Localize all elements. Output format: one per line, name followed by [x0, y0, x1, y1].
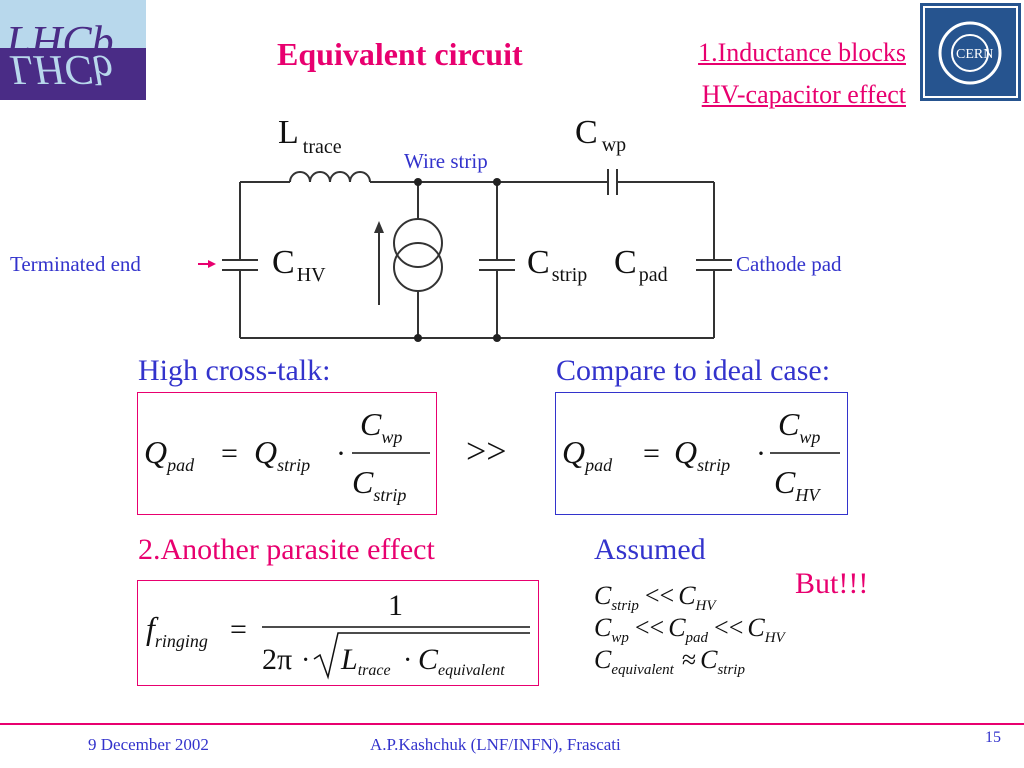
svg-text:Cwp: Cwp — [360, 406, 402, 447]
ideal-case-equation-box: Qpad = Qstrip · Cwp CHV — [555, 392, 848, 515]
footer-author: A.P.Kashchuk (LNF/INFN), Frascati — [370, 735, 621, 754]
lhcb-logo-text-mirror: LHCb — [9, 46, 113, 92]
svg-text:·: · — [336, 437, 346, 470]
but-exclamation: But!!! — [795, 567, 869, 600]
svg-text:Cstrip<<CHV: Cstrip<<CHV — [594, 581, 717, 614]
svg-text:·: · — [301, 645, 310, 676]
svg-text:fringing: fringing — [146, 610, 208, 651]
cross-talk-equation: Qpad = Qstrip · Cwp Cstrip — [144, 406, 430, 505]
parasite-heading: 2.Another parasite effect — [138, 533, 435, 566]
assumed-inequalities: Cstrip<<CHV Cwp<<Cpad<<CHV Cequivalent≈C… — [594, 581, 787, 678]
cern-logo: CERN — [920, 3, 1021, 101]
cross-talk-equation-box: Qpad = Qstrip · Cwp Cstrip — [137, 392, 437, 515]
compare-heading: Compare to ideal case: — [556, 354, 831, 387]
lhcb-logo: LHCb LHCb — [0, 0, 146, 100]
lhcb-logo-text-top: LHCb — [5, 17, 114, 66]
cern-logo-text: CERN — [956, 47, 993, 62]
ideal-case-equation: Qpad = Qstrip · Cwp CHV — [562, 406, 840, 505]
assumed-heading: Assumed — [594, 533, 706, 566]
footer-divider — [0, 723, 1024, 725]
lhcb-logo-graphic: LHCb LHCb — [0, 17, 146, 100]
svg-text:Qstrip: Qstrip — [254, 434, 310, 475]
much-greater-sign: >> — [466, 431, 507, 471]
svg-text:1: 1 — [388, 589, 403, 622]
wire-strip-label: Wire strip — [404, 149, 488, 173]
slide-title: Equivalent circuit — [277, 36, 523, 72]
svg-text:Cwp<<Cpad<<CHV: Cwp<<Cpad<<CHV — [594, 613, 787, 646]
svg-text:Qstrip: Qstrip — [674, 434, 730, 475]
cross-talk-heading: High cross-talk: — [138, 354, 331, 387]
svg-text:·: · — [756, 437, 766, 470]
svg-text:Ltrace: Ltrace — [340, 643, 391, 679]
svg-text:Qpad: Qpad — [144, 434, 195, 475]
svg-text:Cequivalent≈Cstrip: Cequivalent≈Cstrip — [594, 645, 745, 678]
current-arrow-head — [374, 221, 384, 233]
terminated-end-label: Terminated end — [10, 252, 141, 276]
svg-text:Qpad: Qpad — [562, 434, 613, 475]
note-hv-capacitor: HV-capacitor effect — [701, 80, 906, 109]
ringing-equation-box: fringing = 1 2π · Ltrace · Cequivalent — [137, 580, 539, 686]
svg-text:CHV: CHV — [774, 464, 821, 505]
page-number: 15 — [985, 729, 1001, 746]
svg-text:Cwp: Cwp — [778, 406, 820, 447]
svg-text:·: · — [403, 645, 412, 676]
svg-text:=: = — [230, 613, 247, 646]
svg-text:2π: 2π — [262, 643, 292, 676]
svg-text:Cequivalent: Cequivalent — [418, 643, 505, 679]
svg-text:=: = — [221, 437, 238, 470]
svg-text:Cstrip: Cstrip — [352, 464, 406, 505]
cathode-pad-label: Cathode pad — [736, 252, 842, 276]
note-inductance: 1.Inductance blocks — [698, 38, 906, 67]
ringing-equation: fringing = 1 2π · Ltrace · Cequivalent — [146, 589, 530, 680]
footer-date: 9 December 2002 — [88, 735, 209, 754]
terminated-end-arrow — [198, 260, 216, 268]
cern-logo-graphic: CERN — [923, 6, 1018, 98]
svg-text:=: = — [643, 437, 660, 470]
